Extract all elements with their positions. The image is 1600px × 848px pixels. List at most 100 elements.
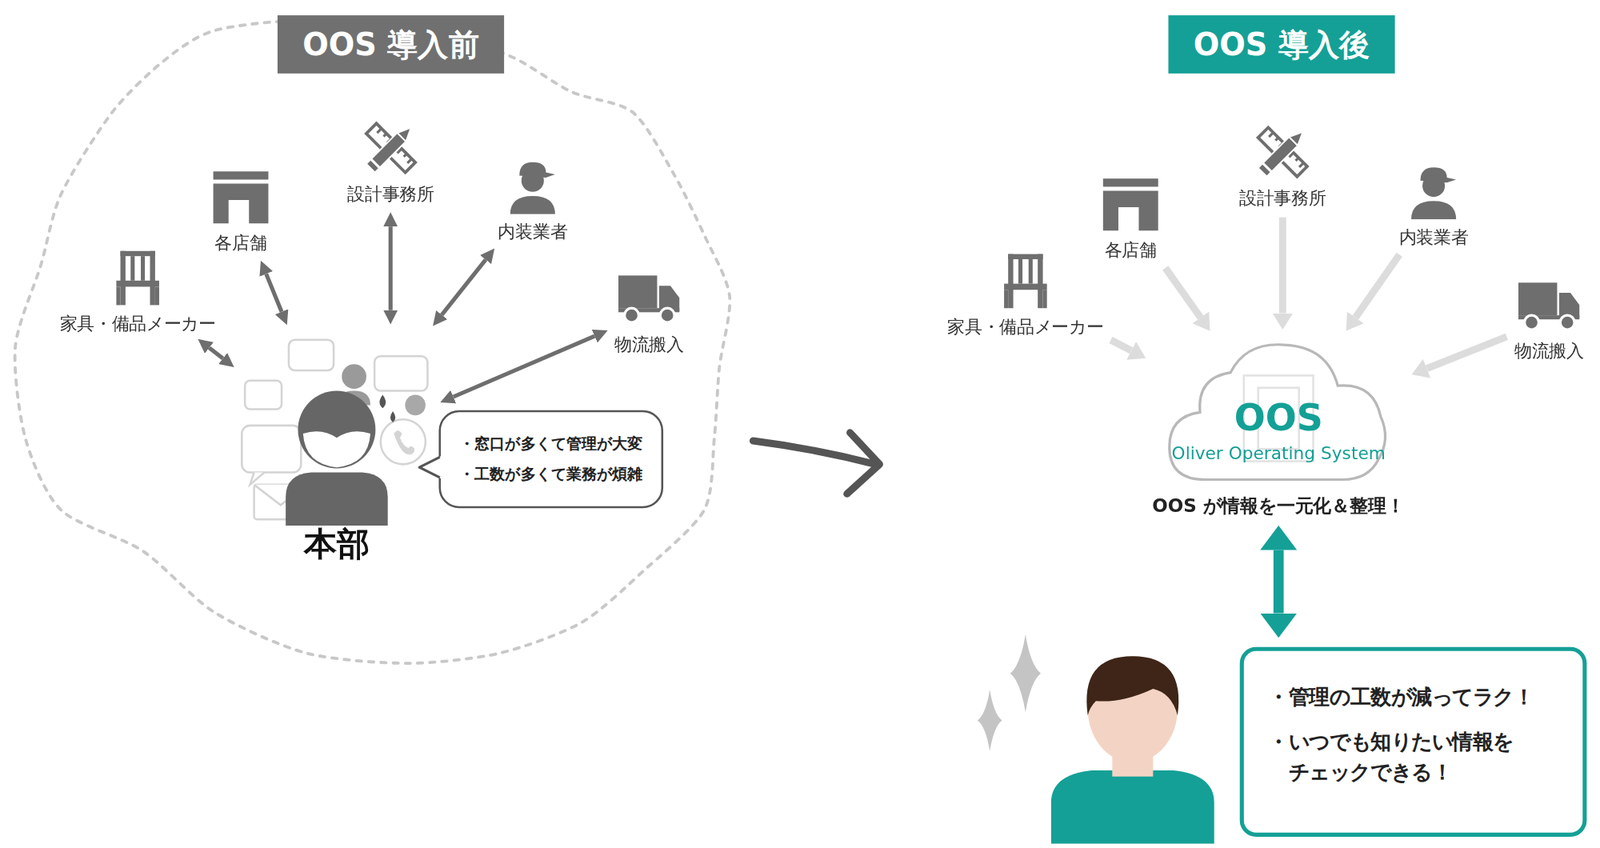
connector-arrow	[1427, 336, 1508, 369]
pencil-icon	[360, 120, 422, 177]
chair-icon-part	[1043, 289, 1048, 308]
chair-icon-part	[116, 286, 120, 305]
system-name: Oliver Operating System	[1152, 440, 1405, 466]
truck-icon-part	[618, 275, 657, 308]
pencil-icon-part	[366, 123, 416, 172]
busy-staff-illustration-part	[374, 356, 428, 391]
chair-icon-part	[1028, 259, 1033, 284]
connector-arrow	[453, 336, 596, 397]
busy-staff-illustration	[240, 332, 434, 526]
busy-staff-illustration-part	[303, 431, 371, 468]
stakeholder-icon: 各店舗	[1100, 176, 1162, 262]
speech-bubble: ・窓口が多くて管理が大変・工数が多くて業務が煩雑	[438, 410, 664, 508]
heading-text: OOS 導入後	[1193, 23, 1371, 65]
chair-icon-part	[1004, 284, 1048, 291]
pencil-icon-part	[1258, 127, 1308, 176]
busy-staff-illustration-part	[390, 411, 396, 423]
truck-icon-part	[624, 308, 640, 323]
busy-staff-illustration-part	[404, 395, 426, 416]
benefit-text: ・管理の工数が減ってラク！	[1268, 681, 1538, 712]
heading-box: OOS 導入前	[278, 15, 504, 74]
bubble-tail-part	[419, 456, 440, 478]
shop-icon-part	[1103, 178, 1159, 187]
stakeholder-icon: 設計事務所	[347, 120, 434, 206]
truck-icon-part	[1518, 282, 1557, 316]
shop-icon-part	[1103, 191, 1159, 232]
sparkle	[977, 689, 1003, 752]
worker-icon-part	[1422, 174, 1445, 197]
busy-staff-illustration-part	[380, 419, 426, 464]
staff-illustration-part	[1051, 770, 1215, 844]
connector-arrow	[208, 348, 223, 359]
transition-arrow	[752, 432, 880, 495]
chair-icon-part	[140, 256, 145, 281]
stakeholder-icon: 設計事務所	[1239, 124, 1326, 210]
stakeholder-label: 設計事務所	[1239, 186, 1326, 209]
sparkle-marks	[977, 634, 1041, 751]
chair-icon-part	[116, 280, 160, 288]
stakeholder-label: 内装業者	[1399, 225, 1469, 248]
truck-icon-part	[1560, 315, 1575, 330]
pencil-icon-part	[366, 159, 380, 172]
pencil-icon-part	[1258, 163, 1272, 176]
busy-staff-illustration-part	[393, 430, 415, 455]
staff-illustration	[1051, 650, 1215, 844]
busy-staff-illustration-part	[379, 395, 386, 409]
shop-icon-part	[213, 171, 269, 180]
system-caption: OOS が情報を一元化＆整理！	[1152, 493, 1405, 519]
chair-icon-part	[150, 251, 156, 306]
busy-staff-illustration-part	[244, 380, 282, 410]
chair-icon-part	[1037, 254, 1043, 309]
connector-arrow	[441, 260, 486, 316]
stakeholder-icon: 内装業者	[497, 158, 568, 244]
connector-arrow	[1165, 268, 1201, 318]
complaint-text: ・工数が多くて業務が煩雑	[459, 459, 644, 490]
staff-illustration-part	[1086, 656, 1179, 716]
busy-staff-illustration-part	[341, 364, 367, 389]
truck-icon-part	[1524, 315, 1540, 330]
shop-icon	[1100, 176, 1162, 233]
stakeholder-label: 設計事務所	[347, 182, 434, 205]
pencil-icon-part	[1263, 136, 1298, 172]
bubble-tail	[418, 448, 444, 486]
dotted-region-outline	[15, 20, 731, 664]
stakeholder-label: 家具・備品メーカー	[947, 315, 1104, 338]
stakeholder-label: 内装業者	[497, 220, 568, 244]
connector-arrow	[266, 273, 282, 312]
sparkle	[1010, 634, 1041, 712]
stakeholder-icon: 内装業者	[1399, 163, 1469, 248]
connector-arrow	[1273, 550, 1284, 614]
stakeholder-icon: 各店舗	[210, 169, 272, 255]
pencil-icon-part	[371, 132, 406, 168]
headquarters-label: 本部	[240, 525, 434, 563]
busy-staff-illustration-part	[250, 472, 265, 485]
truck-icon	[1518, 277, 1580, 334]
happy-staff-group: ・管理の工数が減ってラク！・いつでも知りたい情報を チェックできる！	[1051, 644, 1588, 844]
truck-icon	[618, 270, 680, 327]
system-logo: OOS	[1152, 400, 1405, 437]
worker-icon-part	[510, 196, 556, 215]
worker-icon-part	[1411, 200, 1456, 220]
chair-icon-part	[1008, 254, 1043, 260]
connector-arrow	[1355, 254, 1400, 318]
stakeholder-icon: 物流搬入	[1514, 277, 1584, 363]
stakeholder-label: 各店舗	[1100, 238, 1162, 261]
busy-staff-illustration-part	[297, 391, 376, 469]
pencil-icon-part	[1258, 127, 1308, 176]
stakeholder-icon: 家具・備品メーカー	[947, 252, 1104, 338]
connector-arrow	[1279, 217, 1287, 314]
pencil-icon-part	[1258, 127, 1308, 176]
worker-icon	[502, 158, 564, 215]
chair-icon-part	[155, 286, 160, 305]
chair-icon-part	[130, 256, 135, 281]
worker-icon-part	[521, 169, 544, 192]
chair-icon-part	[1004, 289, 1008, 308]
bubble-tail-part	[419, 455, 443, 480]
stakeholder-icon: 物流搬入	[614, 270, 684, 356]
stakeholder-label: 物流搬入	[614, 332, 684, 356]
cloud-system: OOS Oliver Operating SystemOOS が情報を一元化＆整理…	[1152, 336, 1405, 519]
transition-arrow-head	[847, 432, 880, 495]
busy-staff-illustration-part	[241, 425, 301, 473]
